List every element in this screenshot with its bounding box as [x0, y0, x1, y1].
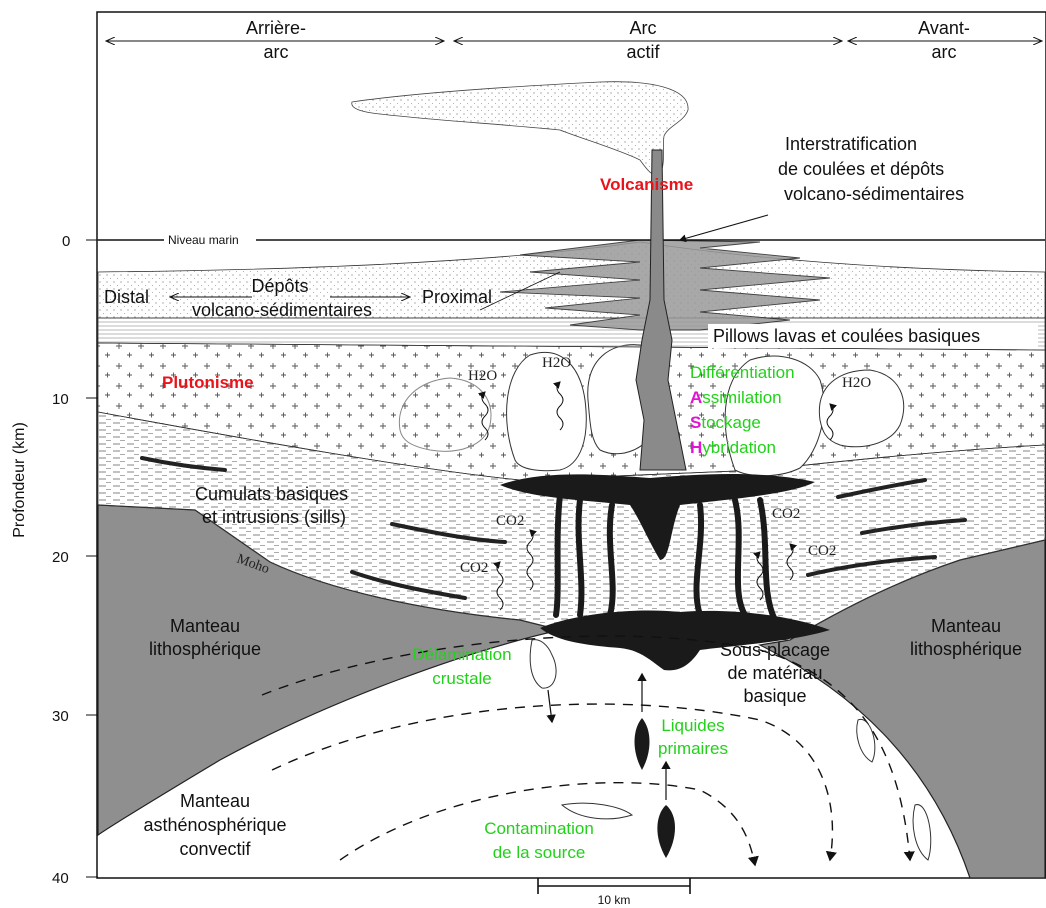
- co2-label: CO2: [772, 506, 800, 522]
- axis-tick-20: 20: [52, 549, 69, 566]
- underplating-line1: Sous-placage: [720, 640, 830, 660]
- interstrat-line2: de coulées et dépôts: [778, 159, 944, 179]
- left-mantle-line2: lithosphérique: [149, 639, 261, 659]
- axis-label: Profondeur (km): [11, 422, 28, 538]
- zone-arriere-arc-line2: arc: [263, 42, 288, 62]
- axis-tick-0: 0: [62, 233, 70, 250]
- underplating-line3: basique: [743, 686, 806, 706]
- asth-mantle-line1: Manteau: [180, 791, 250, 811]
- right-mantle-line1: Manteau: [931, 616, 1001, 636]
- zone-arc-actif-line2: actif: [626, 42, 660, 62]
- scale-bar: [538, 878, 690, 894]
- cumulates-line2: et intrusions (sills): [202, 507, 346, 527]
- delamination-line1: Délamination: [412, 645, 511, 664]
- volcanism-label: Volcanisme: [600, 175, 693, 194]
- interstrat-line1: Interstratification: [785, 134, 917, 154]
- h2o-label: H2O: [542, 355, 571, 371]
- zone-arc-actif: Arc: [630, 18, 657, 38]
- left-mantle-line1: Manteau: [170, 616, 240, 636]
- contamination-line1: Contamination: [484, 819, 594, 838]
- contamination-line2: de la source: [493, 843, 586, 862]
- cumulates-line1: Cumulats basiques: [195, 484, 348, 504]
- axis-tick-40: 40: [52, 870, 69, 887]
- svg-text:Assimilation: Assimilation: [690, 388, 782, 407]
- depth-axis: [86, 240, 98, 877]
- plutonism-label: Plutonisme: [162, 373, 254, 392]
- zone-avant-arc-line2: arc: [931, 42, 956, 62]
- asth-mantle-line3: convectif: [179, 839, 251, 859]
- co2-label: CO2: [460, 560, 488, 576]
- axis-tick-30: 30: [52, 708, 69, 725]
- deposits-line1: Dépôts: [251, 276, 308, 296]
- svg-text:Hybridation: Hybridation: [690, 438, 776, 457]
- primary-liquids-line1: Liquides: [661, 716, 724, 735]
- axis-tick-10: 10: [52, 391, 69, 408]
- right-mantle-line2: lithosphérique: [910, 639, 1022, 659]
- asth-mantle-line2: asthénosphérique: [143, 815, 286, 835]
- delamination-line2: crustale: [432, 669, 492, 688]
- svg-text:Stockage: Stockage: [690, 413, 761, 432]
- deposits-line2: volcano-sédimentaires: [192, 300, 372, 320]
- pillows-label: Pillows lavas et coulées basiques: [713, 326, 980, 346]
- co2-label: CO2: [496, 513, 524, 529]
- primary-liquids-line2: primaires: [658, 739, 728, 758]
- h2o-label: H2O: [468, 368, 497, 384]
- interstrat-line3: volcano-sédimentaires: [784, 184, 964, 204]
- zone-arriere-arc: Arrière-: [246, 18, 306, 38]
- distal-label: Distal: [104, 287, 149, 307]
- svg-text:Différentiation: Différentiation: [690, 363, 795, 382]
- underplating-line2: de matériau: [727, 663, 822, 683]
- co2-label: CO2: [808, 543, 836, 559]
- sea-level-label: Niveau marin: [168, 233, 239, 247]
- zone-avant-arc: Avant-: [918, 18, 970, 38]
- h2o-label: H2O: [842, 375, 871, 391]
- proximal-label: Proximal: [422, 287, 492, 307]
- scale-bar-label: 10 km: [598, 893, 631, 907]
